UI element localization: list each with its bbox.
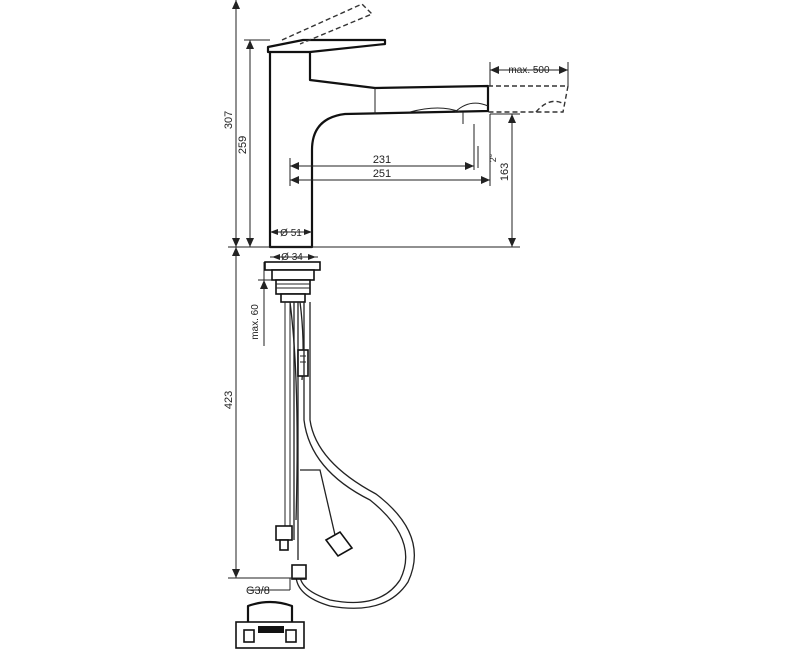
- dim-500-label: max. 500: [508, 65, 550, 76]
- dimension-lines: [228, 0, 569, 591]
- mounting-assembly: [264, 261, 321, 560]
- dim-d34-label: Ø 34: [281, 252, 303, 263]
- dim-163-label: 163: [499, 163, 511, 181]
- dim-259-label: 259: [237, 136, 249, 154]
- dimension-labels: 307 259 163 max. 500 231 251 2° Ø 51 Ø 3…: [223, 65, 550, 597]
- dim-g38-label: G3/8: [246, 585, 270, 597]
- pullout-hose: [289, 301, 415, 609]
- dim-max60-label: max. 60: [250, 304, 261, 340]
- faucet-body: [266, 3, 569, 249]
- dim-251-label: 251: [373, 168, 391, 180]
- hose-weight: [235, 600, 305, 649]
- dim-angle-label: 2°: [488, 153, 498, 162]
- dim-231-label: 231: [373, 154, 391, 166]
- dim-d51-label: Ø 51: [280, 228, 302, 239]
- dim-307-label: 307: [223, 111, 235, 129]
- dim-423-label: 423: [223, 391, 235, 409]
